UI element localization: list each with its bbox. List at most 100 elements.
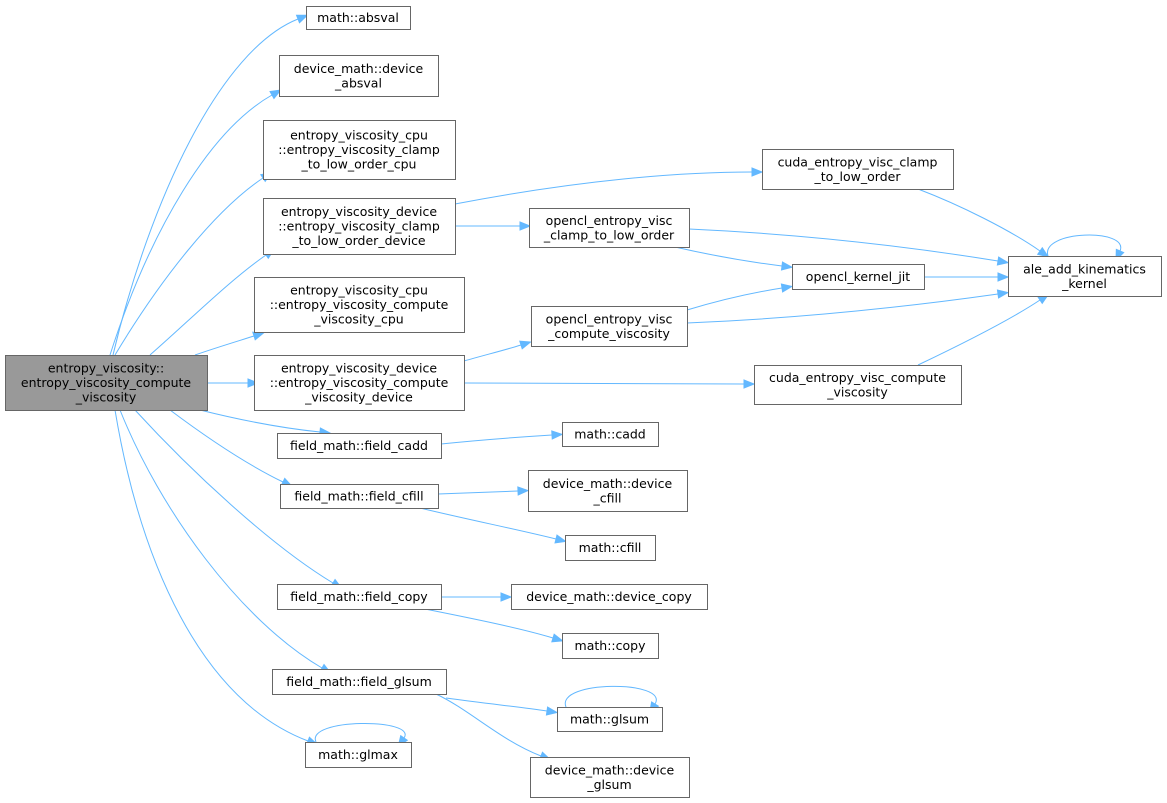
node-f-copy[interactable]: field_math::field_copy xyxy=(277,584,442,610)
node-absval[interactable]: math::absval xyxy=(306,6,411,30)
arrowhead-f_glsum-to-m_glsum xyxy=(545,706,559,716)
node-d-cfill[interactable]: device_math::device_cfill xyxy=(528,470,688,512)
node-box xyxy=(254,355,465,411)
node-box xyxy=(306,6,411,30)
arrowhead-root-to-dev_absval xyxy=(269,89,282,100)
node-box xyxy=(562,422,659,447)
node-label-line: field_math::field_cadd xyxy=(290,438,428,453)
edge-ocl_comp-to-ocl_jit xyxy=(686,287,783,311)
arrowhead-comp_dev-to-ocl_comp xyxy=(519,340,532,350)
node-label-line: device_math::device_copy xyxy=(526,589,692,604)
node-label-line: _to_low_order xyxy=(814,169,902,184)
arrowhead-ocl_clamp-to-ale xyxy=(996,256,1010,266)
node-label-line: ::entropy_viscosity_clamp xyxy=(278,219,440,234)
arrowhead-ocl_jit-to-ale xyxy=(997,272,1010,282)
node-ale[interactable]: ale_add_kinematics_kernel xyxy=(1008,256,1162,297)
node-label-line: entropy_viscosity_cpu xyxy=(290,128,428,143)
arrowhead-f_cfill-to-d_cfill xyxy=(517,486,530,496)
node-clamp-cpu[interactable]: entropy_viscosity_cpu::entropy_viscosity… xyxy=(263,120,456,180)
arrowhead-f_cfill-to-m_cfill xyxy=(554,534,568,544)
node-comp-cpu[interactable]: entropy_viscosity_cpu::entropy_viscosity… xyxy=(254,277,465,333)
arrowhead-ocl_comp-to-ocl_jit xyxy=(780,283,794,293)
node-label-line: _kernel xyxy=(1061,276,1107,291)
edge-root-to-clamp_dev xyxy=(149,254,267,356)
arrowhead-f_copy-to-m_copy xyxy=(551,633,564,643)
arrowhead-cuda_clamp-to-ale xyxy=(1036,246,1050,258)
node-f-cadd[interactable]: field_math::field_cadd xyxy=(277,433,442,459)
node-label-line: device_math::device xyxy=(545,762,675,777)
node-label-line: math::absval xyxy=(317,10,399,25)
node-box xyxy=(562,633,659,659)
node-label-line: opencl_kernel_jit xyxy=(806,269,910,284)
node-dev-absval[interactable]: device_math::device_absval xyxy=(279,55,439,97)
edge-root-to-absval xyxy=(112,18,299,356)
node-label-line: math::cadd xyxy=(574,427,645,442)
node-ocl-comp[interactable]: opencl_entropy_visc_compute_viscosity xyxy=(531,306,688,347)
node-ocl-jit[interactable]: opencl_kernel_jit xyxy=(792,264,925,290)
node-label-line: field_math::field_copy xyxy=(290,589,428,604)
node-cuda-clamp[interactable]: cuda_entropy_visc_clamp_to_low_order xyxy=(762,149,954,190)
node-label-line: ::entropy_viscosity_clamp xyxy=(278,142,440,157)
arrowhead-ocl_clamp-to-ocl_jit xyxy=(780,261,794,271)
edge-f_glsum-to-m_glsum xyxy=(445,697,548,712)
edge-root-to-clamp_cpu xyxy=(114,177,264,356)
edge-ocl_clamp-to-ale xyxy=(688,228,999,262)
edge-ale-to-ale xyxy=(1047,234,1122,257)
node-d-glsum[interactable]: device_math::device_glsum xyxy=(530,757,690,798)
node-label-line: field_math::field_cfill xyxy=(294,489,423,504)
edge-root-to-m_glmax xyxy=(114,409,309,742)
edge-f_copy-to-m_copy xyxy=(424,608,554,639)
node-box xyxy=(280,484,439,509)
node-m-copy[interactable]: math::copy xyxy=(562,633,659,659)
arrowhead-root-to-comp_dev xyxy=(247,378,260,388)
node-m-cfill[interactable]: math::cfill xyxy=(565,535,656,561)
node-cuda-comp[interactable]: cuda_entropy_visc_compute_viscosity xyxy=(754,365,962,405)
node-label-line: entropy_viscosity_device xyxy=(281,204,437,219)
node-label-line: math::cfill xyxy=(579,540,642,555)
node-label-line: _viscosity xyxy=(826,384,888,399)
edge-f_cadd-to-m_cadd xyxy=(440,434,553,445)
node-label-line: ale_add_kinematics xyxy=(1023,261,1146,276)
node-box xyxy=(305,742,412,768)
arrowhead-comp_dev-to-cuda_comp xyxy=(743,379,756,389)
edge-clamp_dev-to-cuda_clamp xyxy=(454,171,753,205)
node-f-glsum[interactable]: field_math::field_glsum xyxy=(272,669,447,695)
node-comp-dev[interactable]: entropy_viscosity_device::entropy_viscos… xyxy=(254,355,465,411)
node-box xyxy=(565,535,656,561)
edge-root-to-f_cfill xyxy=(169,409,284,483)
node-label-line: entropy_viscosity_cpu xyxy=(290,283,428,298)
node-box xyxy=(531,306,688,347)
arrowhead-root-to-absval xyxy=(295,14,309,24)
node-box xyxy=(530,757,690,798)
node-m-cadd[interactable]: math::cadd xyxy=(562,422,659,447)
edge-root-to-f_cadd xyxy=(199,409,321,433)
edge-cuda_clamp-to-ale xyxy=(917,188,1041,252)
node-clamp-dev[interactable]: entropy_viscosity_device::entropy_viscos… xyxy=(263,198,456,255)
node-label-line: cuda_entropy_visc_compute xyxy=(769,370,946,385)
node-label-line: math::copy xyxy=(575,638,647,653)
node-box xyxy=(557,707,663,732)
node-label-line: math::glsum xyxy=(570,712,649,727)
edge-m_glsum-to-m_glsum xyxy=(564,685,657,708)
edge-f_glsum-to-d_glsum xyxy=(435,693,542,757)
node-label-line: _to_low_order_device xyxy=(291,233,426,248)
node-d-copy[interactable]: device_math::device_copy xyxy=(511,584,708,610)
node-label-line: device_math::device xyxy=(543,476,673,491)
edge-f_cfill-to-d_cfill xyxy=(437,490,519,495)
node-root[interactable]: entropy_viscosity::entropy_viscosity_com… xyxy=(5,355,208,411)
node-m-glmax[interactable]: math::glmax xyxy=(305,742,412,768)
node-label-line: _cfill xyxy=(593,490,622,505)
node-ocl-clamp[interactable]: opencl_entropy_visc_clamp_to_low_order xyxy=(529,208,690,248)
node-label-line: _glsum xyxy=(586,777,631,792)
node-box xyxy=(754,365,962,405)
node-box xyxy=(1008,256,1162,297)
node-label-line: _clamp_to_low_order xyxy=(543,227,675,242)
node-f-cfill[interactable]: field_math::field_cfill xyxy=(280,484,439,509)
node-box xyxy=(529,208,690,248)
node-label-line: _absval xyxy=(334,75,382,90)
node-label-line: entropy_viscosity_device xyxy=(281,361,437,376)
node-label-line: entropy_viscosity:: xyxy=(48,361,164,376)
node-m-glsum[interactable]: math::glsum xyxy=(557,707,663,732)
node-label-line: _compute_viscosity xyxy=(547,326,670,341)
